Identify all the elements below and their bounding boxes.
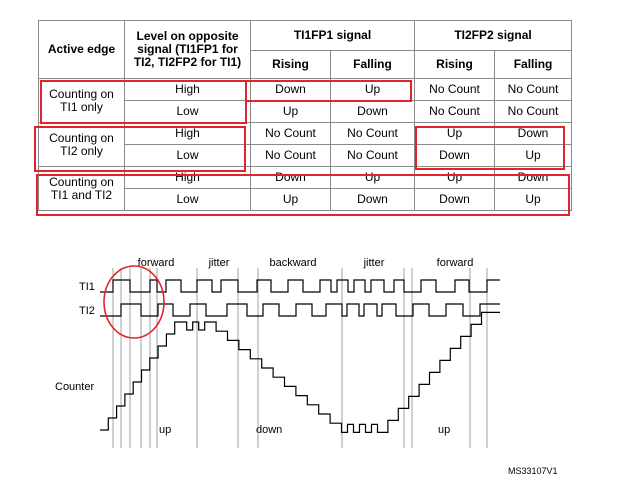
cell-ti1-falling: Down: [329, 100, 416, 123]
phase-label-forward: forward: [437, 257, 474, 269]
cell-ti2-rising: No Count: [414, 78, 496, 101]
table-row: Low Up Down No Count No Count: [39, 100, 573, 123]
ti2-waveform: [100, 303, 500, 317]
direction-label-up: up: [159, 424, 171, 436]
highlight-circle: [103, 265, 165, 339]
cell-ti1-rising: Up: [250, 188, 331, 211]
header-level-opposite: Level on opposite signal (TI1FP1 for TI2…: [124, 20, 251, 79]
header-ti2-rising: Rising: [414, 50, 496, 79]
cell-ti1-rising: No Count: [250, 122, 331, 145]
highlight-ti1-and-ti2-group: [36, 174, 570, 216]
header-ti1-falling: Falling: [329, 50, 416, 79]
counter-waveform: [100, 311, 500, 433]
figure-id: MS33107V1: [508, 466, 558, 476]
transition-guide-lines: [112, 268, 488, 448]
cell-ti1-rising: Up: [250, 100, 331, 123]
group-label-ti1-and-ti2: Counting on TI1 and TI2: [38, 166, 125, 211]
cell-ti1-falling: No Count: [329, 122, 416, 145]
direction-label-down: down: [256, 424, 282, 436]
encoder-counting-table: Active edge Level on opposite signal (TI…: [38, 20, 573, 211]
table-row: Counting on TI1 only High Down Up No Cou…: [38, 78, 573, 123]
signal-label-ti1: TI1: [79, 281, 95, 293]
cell-ti2-falling: Down: [494, 166, 573, 189]
highlight-ti2-only-group: [34, 126, 246, 172]
highlight-ti2-direction-cells: [415, 126, 565, 170]
cell-ti1-falling: Down: [329, 188, 416, 211]
phase-label-jitter: jitter: [208, 257, 230, 269]
header-ti1fp1: TI1FP1 signal: [249, 20, 416, 51]
header-ti2fp2: TI2FP2 signal: [414, 20, 573, 51]
group-label-ti2-only: Counting on TI2 only: [38, 122, 125, 167]
header-active-edge: Active edge: [38, 20, 125, 79]
signal-label-counter: Counter: [55, 381, 94, 393]
cell-ti2-falling: No Count: [494, 100, 573, 123]
cell-ti2-rising: Down: [414, 188, 496, 211]
highlight-ti1-only-group: [40, 80, 247, 124]
header-ti2-falling: Falling: [494, 50, 573, 79]
phase-label-backward: backward: [269, 257, 316, 269]
cell-ti1-falling: No Count: [329, 144, 416, 167]
cell-ti1-rising: No Count: [250, 144, 331, 167]
encoder-timing-diagram: forward jitter backward jitter forward T…: [55, 257, 558, 476]
direction-label-up: up: [438, 424, 450, 436]
header-ti1-rising: Rising: [250, 50, 331, 79]
cell-level: Low: [124, 188, 251, 211]
cell-ti2-falling: No Count: [494, 78, 573, 101]
ti1-waveform: [100, 279, 500, 293]
phase-label-forward: forward: [138, 257, 175, 269]
cell-ti2-rising: No Count: [414, 100, 496, 123]
group-label-ti1-only: Counting on TI1 only: [38, 78, 125, 123]
cell-ti2-falling: Up: [494, 188, 573, 211]
phase-label-jitter: jitter: [363, 257, 385, 269]
signal-label-ti2: TI2: [79, 305, 95, 317]
highlight-ti1-direction-cells: [245, 80, 412, 102]
table-row: Low Up Down Down Up: [39, 188, 573, 211]
